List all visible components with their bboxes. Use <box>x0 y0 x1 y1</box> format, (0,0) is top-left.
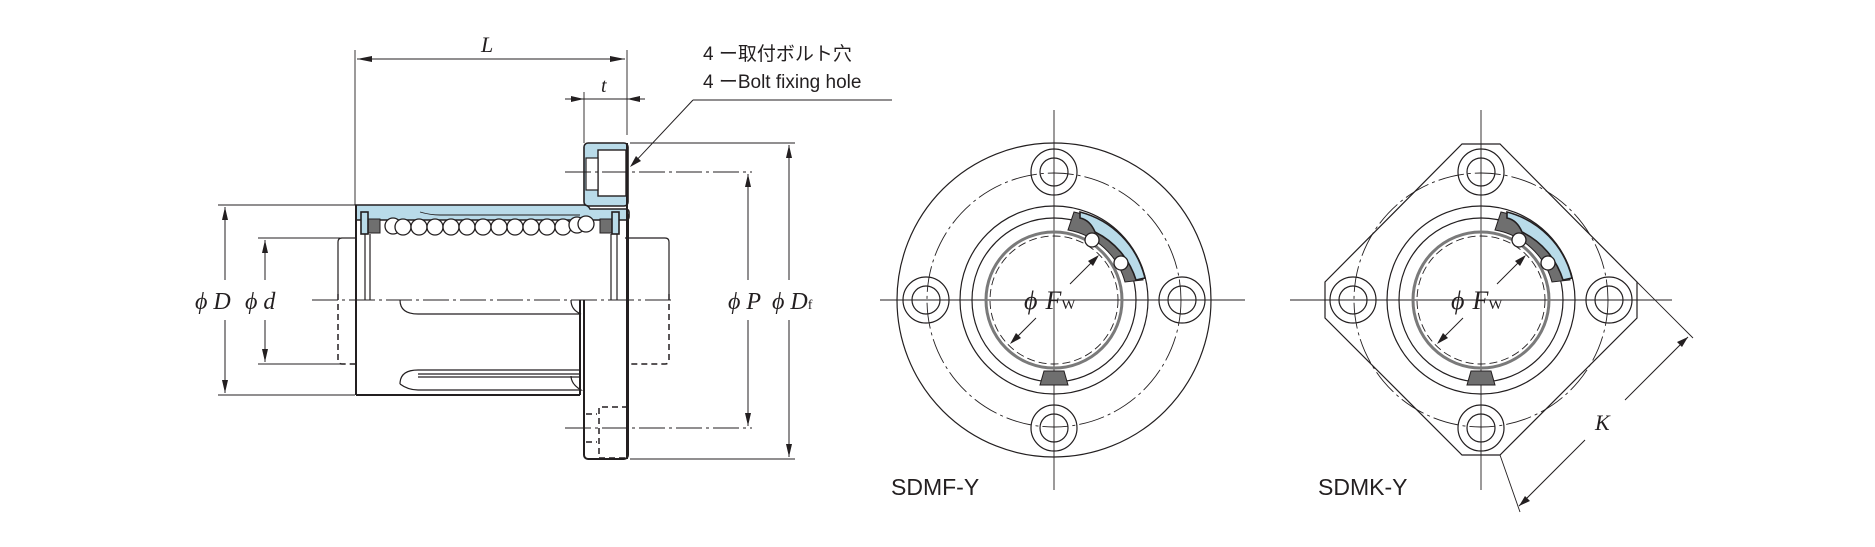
inner-diameter-label: ϕ d <box>245 289 276 315</box>
callout-jp: 4 ー取付ボルト穴 <box>703 43 852 65</box>
outer-diameter-label: ϕ D <box>195 289 231 315</box>
round-caption: SDMF-Y <box>891 474 979 500</box>
pitch-diameter-label: ϕ P <box>728 289 761 315</box>
width-label: K <box>1594 410 1611 435</box>
square-caption: SDMK-Y <box>1318 474 1407 500</box>
length-label: L <box>480 32 493 57</box>
side-view: L t 4 ー取付ボルト穴 4 ーBolt fixing hole <box>195 32 892 460</box>
ball-row <box>384 215 595 236</box>
thickness-label: t <box>601 75 607 97</box>
callout-en: 4 ーBolt fixing hole <box>703 72 861 93</box>
